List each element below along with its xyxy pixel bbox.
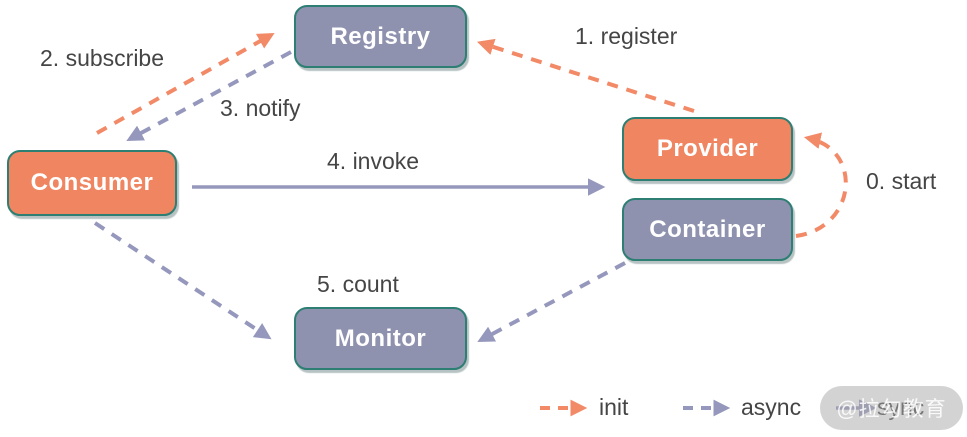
edge-count-line — [93, 221, 272, 340]
edge-label-count: 5. count — [317, 271, 399, 297]
watermark-badge: @拉勾教育 — [820, 386, 963, 430]
edge-label-subscribe: 2. subscribe — [40, 45, 165, 71]
legend-async-label: async — [741, 394, 802, 420]
edge-register-line — [476, 38, 695, 113]
edge-label-notify: 3. notify — [220, 95, 301, 121]
node-container: Container — [622, 198, 793, 261]
legend-init-label: init — [599, 394, 629, 420]
node-provider: Provider — [622, 117, 793, 181]
edge-label-register: 1. register — [575, 23, 678, 49]
edge-label-invoke: 4. invoke — [327, 148, 420, 174]
edge-label-start: 0. start — [866, 168, 937, 194]
edge-report-line — [477, 261, 626, 342]
node-monitor: Monitor — [294, 307, 467, 370]
node-registry: Registry — [294, 5, 467, 68]
edge-start-line — [795, 132, 848, 238]
watermark-text: @拉勾教育 — [836, 398, 947, 421]
node-consumer: Consumer — [7, 150, 177, 216]
